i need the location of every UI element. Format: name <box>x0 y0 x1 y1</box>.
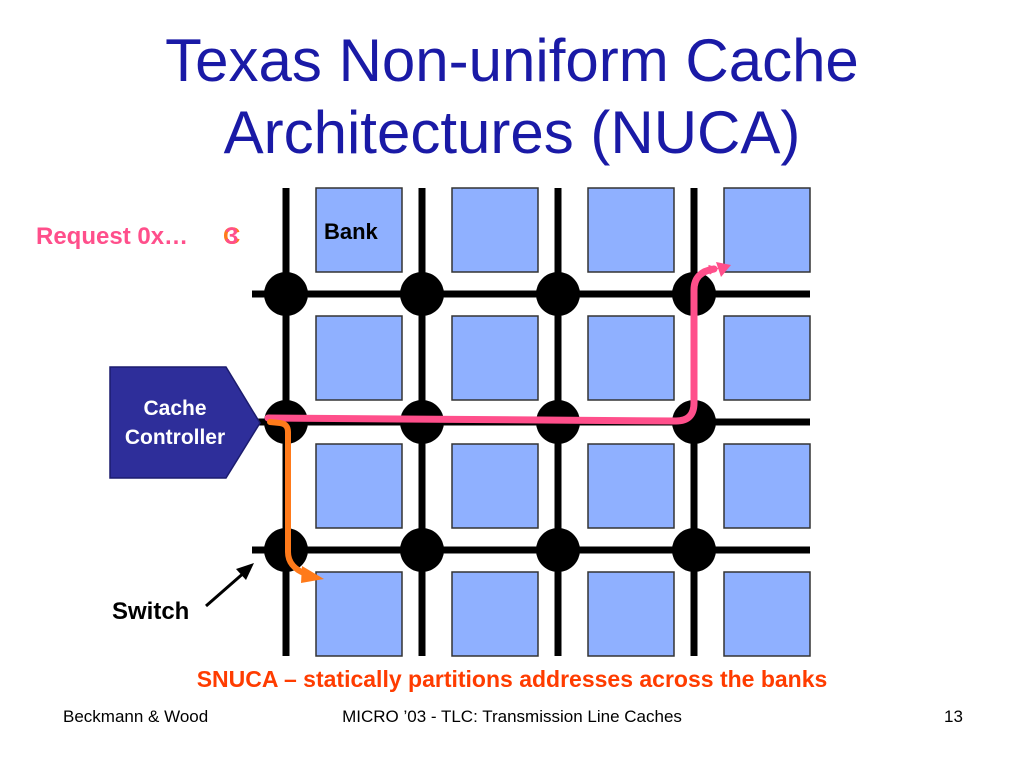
footer-page-number: 13 <box>944 707 963 726</box>
switch <box>400 272 444 316</box>
switch <box>672 400 716 444</box>
cache-controller-label-line-1: Cache <box>143 397 207 420</box>
bank <box>315 443 403 529</box>
bank <box>587 187 675 273</box>
footer-authors: Beckmann & Wood <box>63 707 209 726</box>
bank <box>723 443 811 529</box>
bank <box>451 187 539 273</box>
switch-pointer-line <box>205 569 247 608</box>
request-address-digit-3: 3 <box>225 223 239 250</box>
request-address-label: Request 0x… C 3 <box>36 223 240 251</box>
switch <box>400 528 444 572</box>
bank <box>451 315 539 401</box>
bank <box>587 443 675 529</box>
request-path-3 <box>264 264 719 425</box>
slide-title-line-2: Architectures (NUCA) <box>223 99 801 166</box>
switch <box>264 272 308 316</box>
bank <box>315 315 403 401</box>
footer-conference: MICRO ’03 - TLC: Transmission Line Cache… <box>342 707 682 726</box>
cache-controller-shape <box>109 366 261 479</box>
slide-title-line-1: Texas Non-uniform Cache <box>165 27 859 94</box>
bank <box>723 571 811 657</box>
bank <box>723 315 811 401</box>
bank-grid <box>315 187 811 657</box>
request-path-c-arrowhead <box>301 566 324 583</box>
bank <box>587 571 675 657</box>
bank <box>723 187 811 273</box>
request-address-digit-c: C <box>223 223 241 250</box>
bank-label: Bank <box>324 219 378 244</box>
request-address-prefix: Request 0x… <box>36 223 189 250</box>
slide-caption: SNUCA – statically partitions addresses … <box>196 666 828 692</box>
request-path-3-arrowhead <box>716 262 731 277</box>
bank <box>451 571 539 657</box>
bank <box>587 315 675 401</box>
switch-pointer-arrowhead <box>236 563 254 580</box>
bank <box>451 443 539 529</box>
bank <box>315 187 403 273</box>
switch <box>536 272 580 316</box>
cache-controller-label-line-2: Controller <box>124 426 226 449</box>
bank <box>315 571 403 657</box>
cache-controller-label: Cache Controller <box>112 394 238 452</box>
request-path-c <box>267 419 309 577</box>
switch <box>536 528 580 572</box>
switch <box>672 528 716 572</box>
switch-label: Switch <box>112 598 190 625</box>
